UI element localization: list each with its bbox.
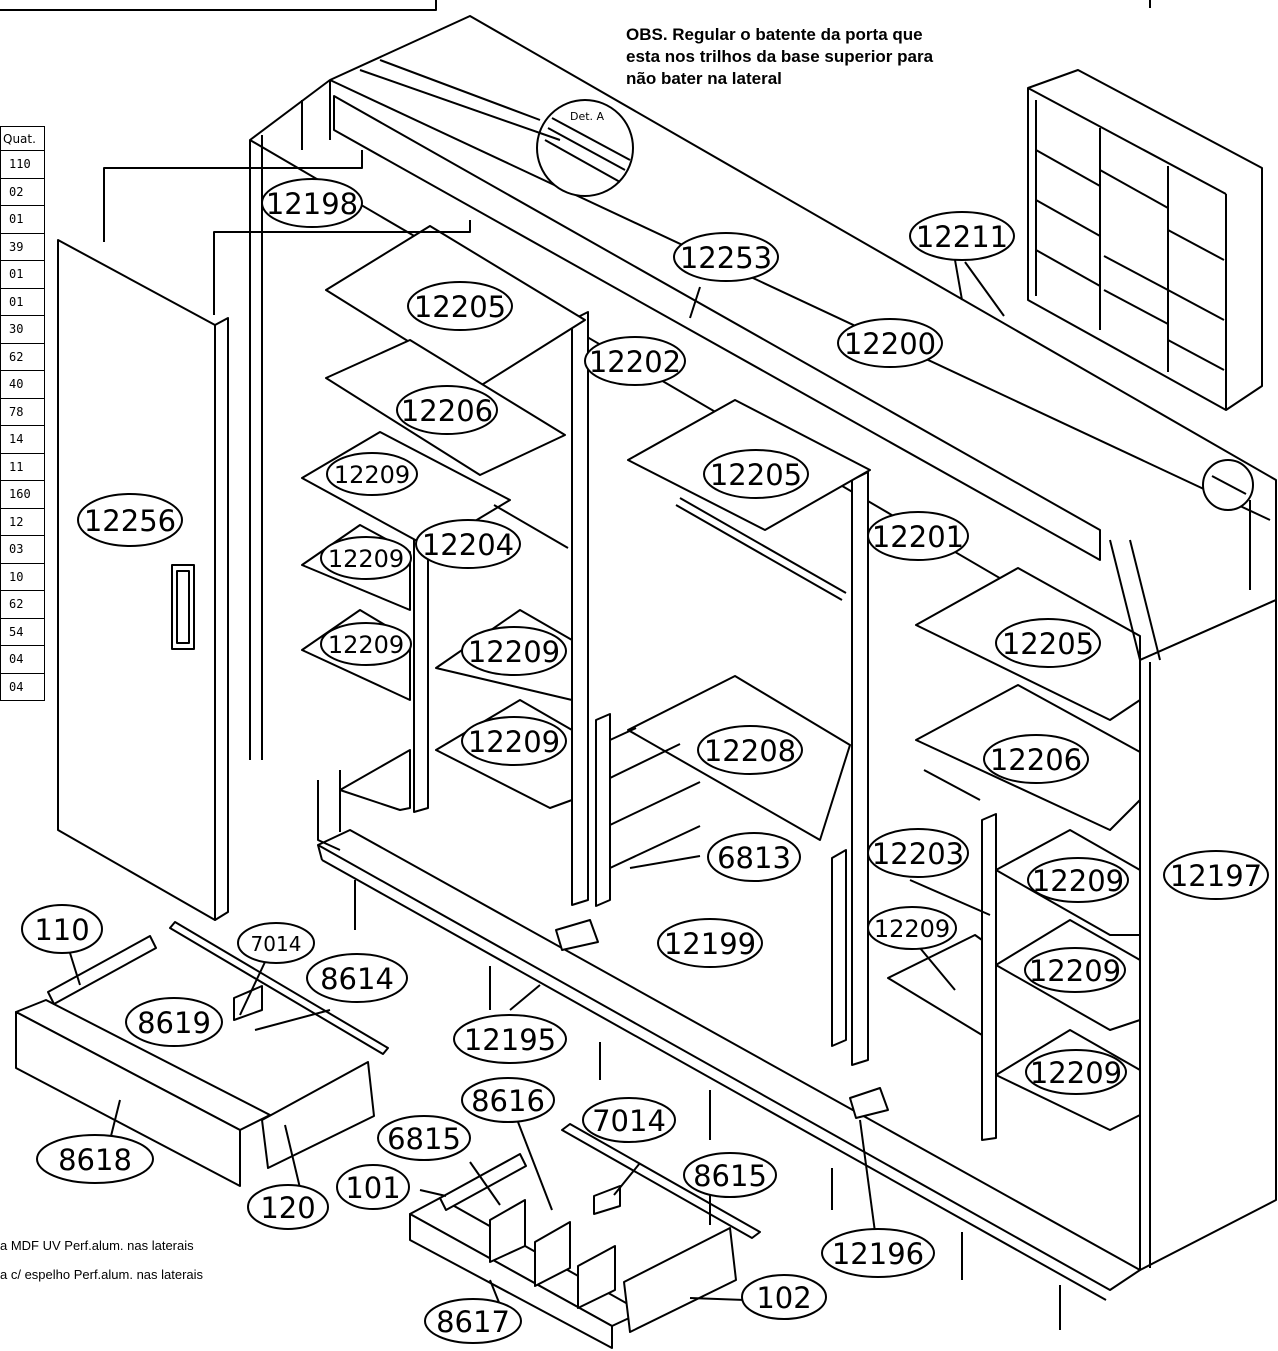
part-label: 12209 (468, 635, 560, 669)
note-line: esta nos trilhos da base superior para (626, 47, 934, 66)
detail-a-label: Det. A (570, 110, 605, 123)
part-label: 12198 (266, 187, 358, 221)
part-label: 7014 (592, 1104, 666, 1138)
quantity-cell: 14 (0, 425, 45, 454)
quantity-cell: 30 (0, 315, 45, 344)
legend-line: a c/ espelho Perf.alum. nas laterais (0, 1267, 204, 1282)
quantity-cell: 11 (0, 452, 45, 481)
part-label: 12195 (464, 1023, 556, 1057)
part-label: 12206 (990, 743, 1082, 777)
quantity-cell: 160 (0, 480, 45, 509)
quantity-cell: 01 (0, 287, 45, 316)
part-label: 12209 (1030, 1056, 1122, 1090)
note-line: OBS. Regular o batente da porta que (626, 25, 923, 44)
note-line: não bater na lateral (626, 69, 782, 88)
part-label: 12201 (872, 520, 964, 554)
part-label: 8615 (693, 1159, 767, 1193)
part-label: 12209 (468, 725, 560, 759)
part-label: 12209 (1029, 954, 1121, 988)
part-label: 12206 (401, 394, 493, 428)
quantity-cell: 62 (0, 342, 45, 371)
quantity-cell: 03 (0, 535, 45, 564)
part-label: 6813 (717, 841, 791, 875)
part-label: 7014 (251, 932, 302, 956)
quantity-cell: 110 (0, 150, 45, 179)
part-label: 12204 (422, 528, 514, 562)
part-label: 8618 (58, 1143, 132, 1177)
part-label: 12209 (334, 461, 410, 489)
part-label: 12211 (916, 220, 1008, 254)
part-label: 12253 (680, 241, 772, 275)
part-label: 12209 (1032, 864, 1124, 898)
legend-line: a MDF UV Perf.alum. nas laterais (0, 1238, 194, 1253)
quantity-table: Quat. 110 02 01 39 01 01 30 62 40 78 14 … (0, 126, 45, 701)
quantity-cell: 02 (0, 177, 45, 206)
quantity-cell: 04 (0, 645, 45, 674)
part-label: 12203 (872, 837, 964, 871)
part-label: 110 (34, 913, 89, 947)
part-label: 8619 (137, 1006, 211, 1040)
part-label: 12197 (1170, 859, 1262, 893)
part-label: 6815 (387, 1122, 461, 1156)
part-label: 12196 (832, 1237, 924, 1271)
part-label: 12256 (84, 504, 176, 538)
part-label: 120 (260, 1191, 315, 1225)
quantity-cell: 40 (0, 370, 45, 399)
part-label: 12202 (589, 345, 681, 379)
quantity-cell: 39 (0, 232, 45, 261)
part-label: 102 (756, 1281, 811, 1315)
part-label: 8616 (471, 1084, 545, 1118)
part-label: 8617 (436, 1305, 510, 1339)
quantity-cell: 01 (0, 260, 45, 289)
part-label: 12205 (710, 458, 802, 492)
part-label: 12205 (414, 290, 506, 324)
part-label: 12199 (664, 927, 756, 961)
quantity-header: Quat. (0, 126, 45, 151)
quantity-cell: 01 (0, 205, 45, 234)
quantity-cell: 78 (0, 397, 45, 426)
part-label: 12200 (844, 327, 936, 361)
quantity-cell: 10 (0, 562, 45, 591)
part-label: 12209 (328, 545, 404, 573)
part-label: 12208 (704, 734, 796, 768)
part-label: 101 (345, 1171, 400, 1205)
quantity-cell: 54 (0, 617, 45, 646)
quantity-cell: 12 (0, 507, 45, 536)
quantity-cell: 62 (0, 590, 45, 619)
part-label: 12209 (328, 631, 404, 659)
part-label: 12205 (1002, 627, 1094, 661)
quantity-cell: 04 (0, 672, 45, 701)
part-label: 12209 (874, 915, 950, 943)
part-label: 8614 (320, 962, 394, 996)
adjustment-note: OBS. Regular o batente da porta que esta… (626, 24, 1026, 90)
